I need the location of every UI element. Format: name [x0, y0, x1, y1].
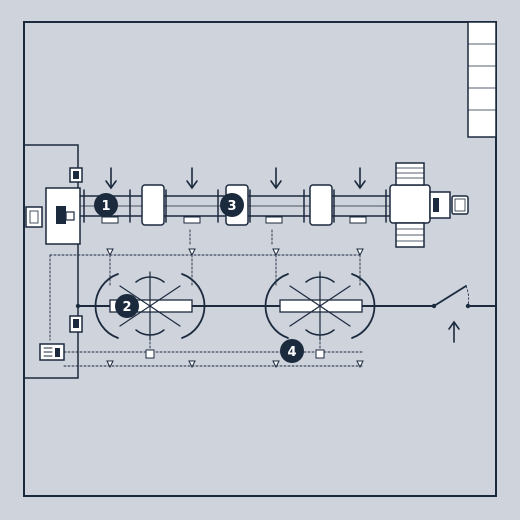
sensor-markers [106, 248, 364, 369]
arrow-up-icon [448, 320, 460, 343]
process-module-1 [141, 184, 165, 226]
control-room-outline [23, 144, 79, 379]
terminal-top-screen [73, 171, 79, 179]
tray-4 [349, 216, 367, 224]
left-workstation [25, 187, 81, 245]
callout-1: 1 [94, 193, 118, 217]
end-cell [389, 162, 431, 248]
tray-1 [101, 216, 119, 224]
wall-panel [467, 21, 497, 138]
arrow-down-icon [105, 167, 366, 190]
building-outline [23, 21, 497, 497]
right-workstation [429, 191, 469, 219]
turnstile-group-left [94, 271, 206, 341]
callout-4: 4 [280, 339, 304, 363]
door-swing-icon [433, 285, 470, 307]
callout-2-label: 2 [122, 300, 131, 315]
sensor-line-upper [49, 229, 363, 341]
turnstile-group-right [264, 271, 376, 341]
terminal-mid-screen [73, 319, 79, 328]
callout-3: 3 [220, 193, 244, 217]
control-panel [39, 343, 65, 361]
callout-2: 2 [115, 294, 139, 318]
callout-3-label: 3 [227, 199, 236, 214]
callout-4-label: 4 [287, 345, 296, 360]
tray-2 [183, 216, 201, 224]
process-module-3 [309, 184, 333, 226]
callout-1-label: 1 [101, 199, 110, 214]
tray-3 [265, 216, 283, 224]
